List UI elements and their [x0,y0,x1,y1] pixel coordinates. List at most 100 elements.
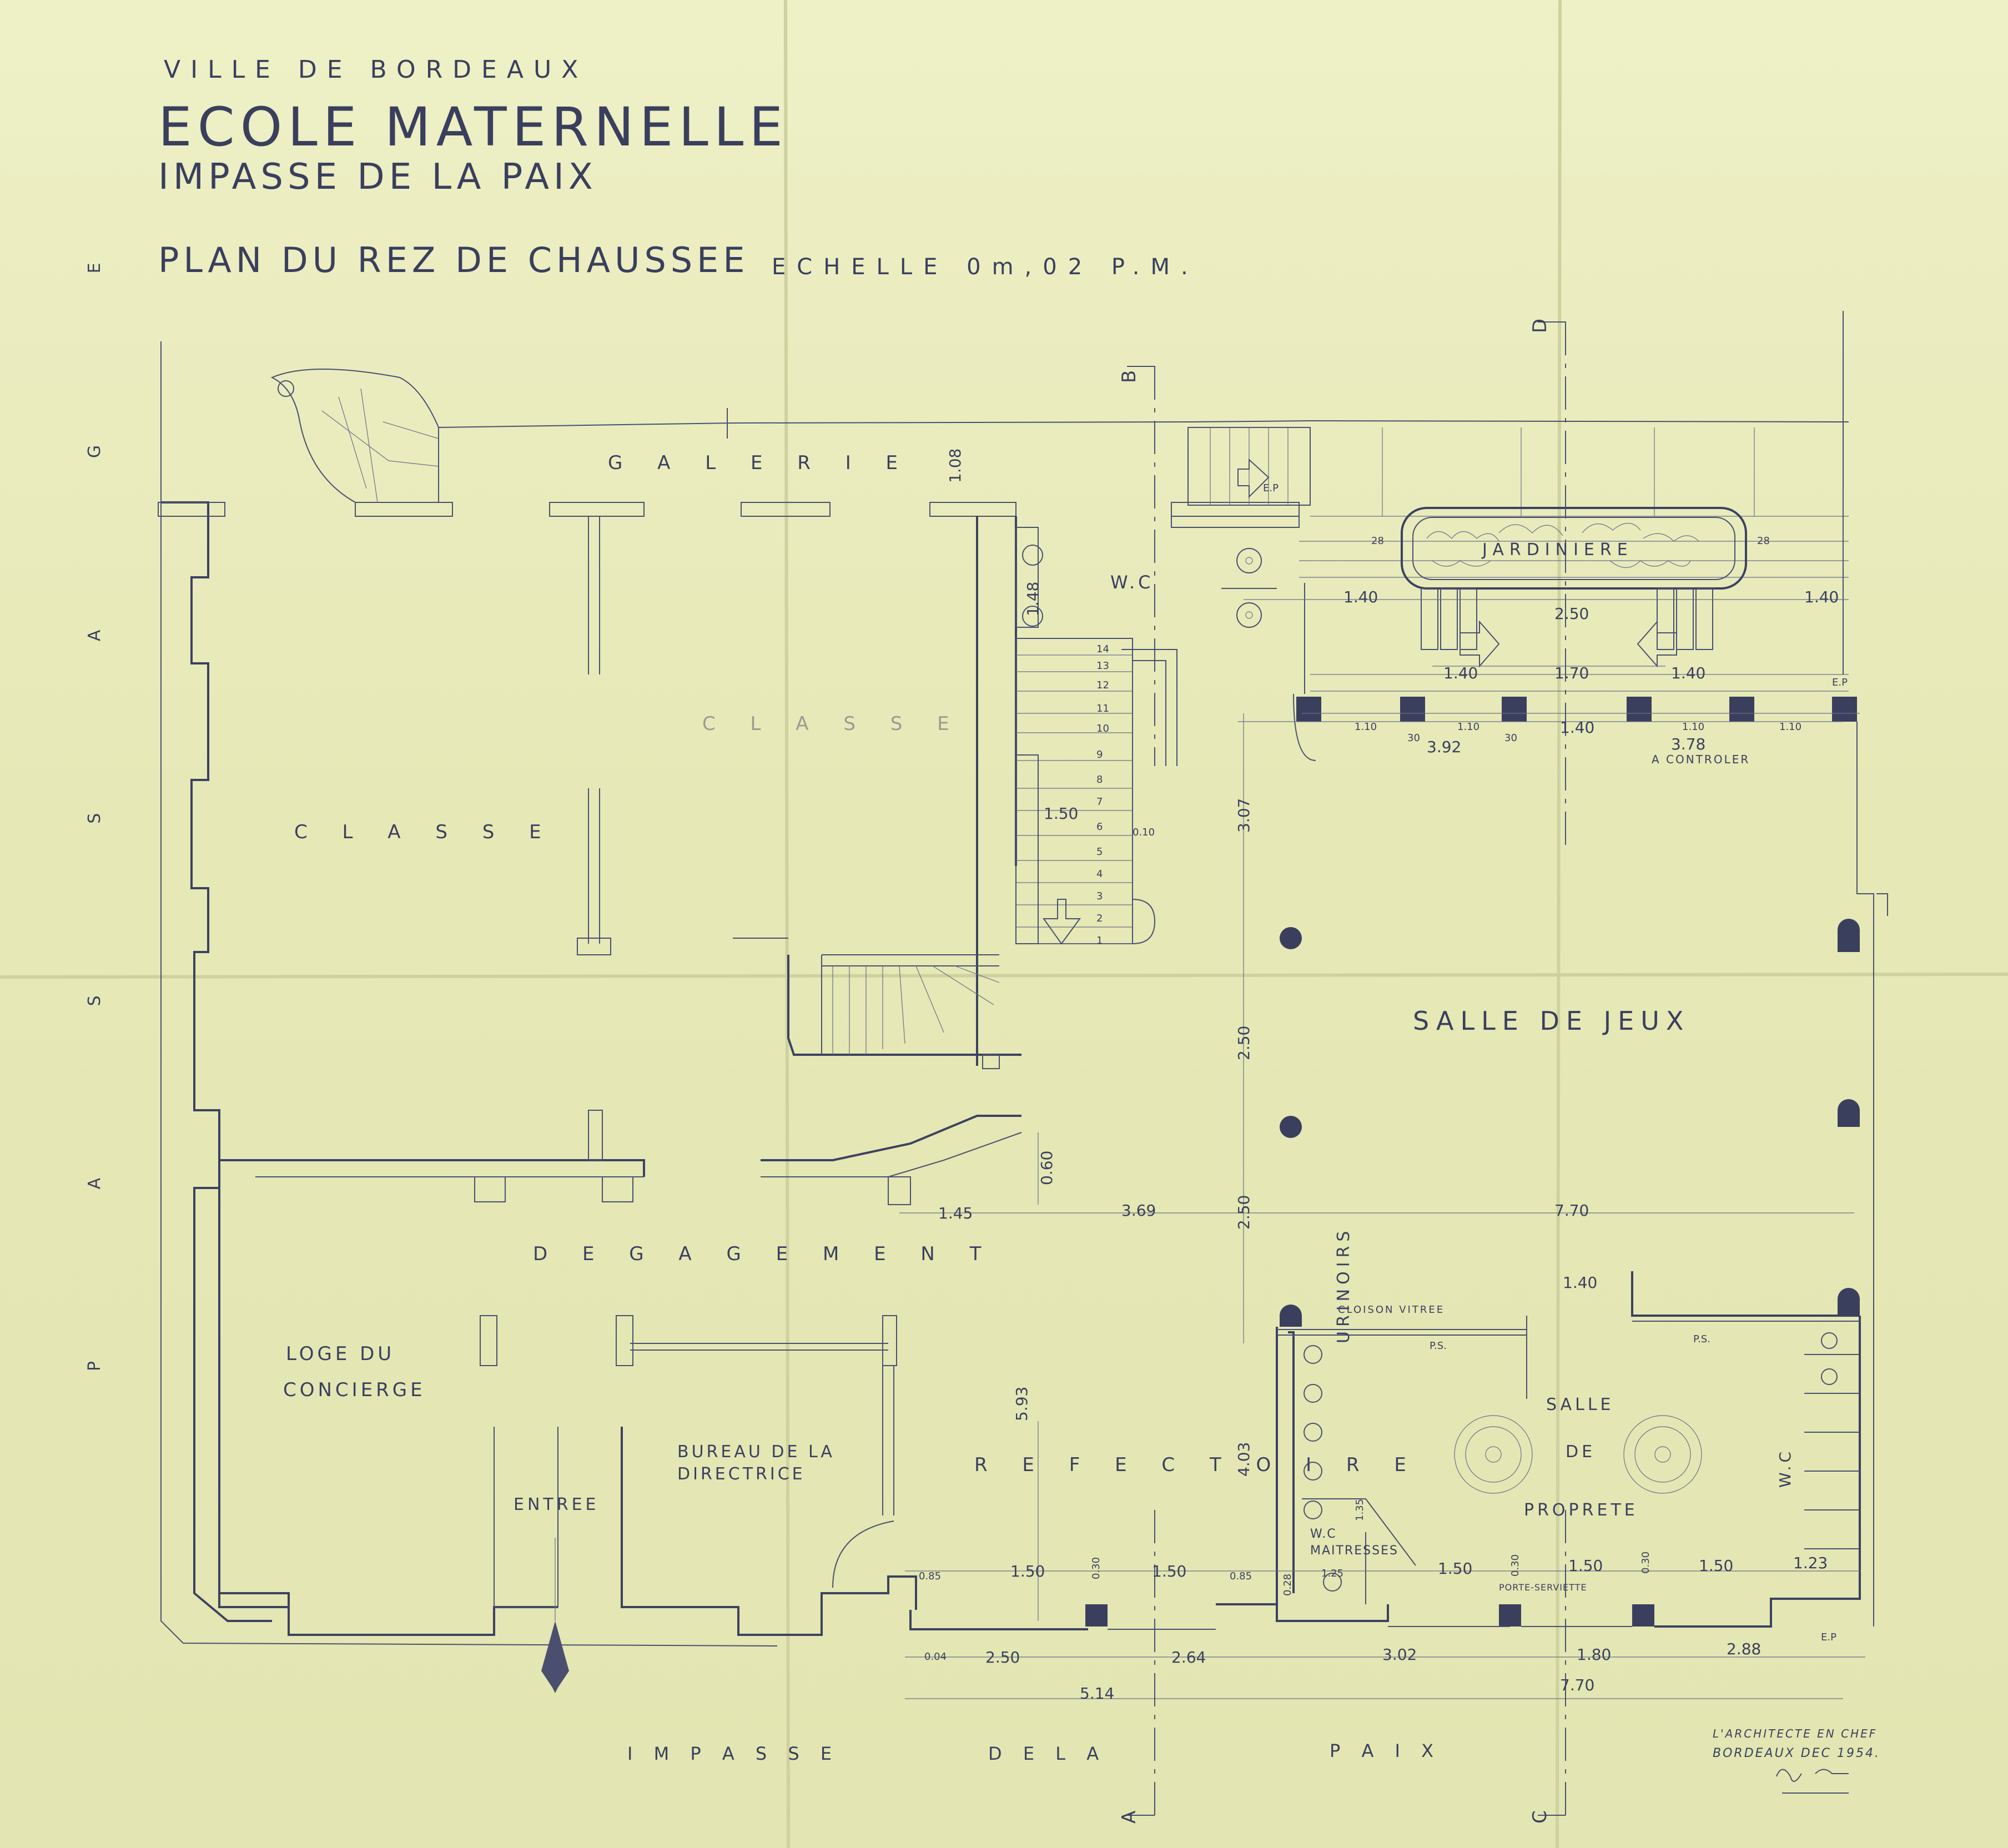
stair-step-label: 2 [1096,913,1103,924]
dim-label: 1.10 [1355,721,1377,733]
label-ps-1: P.S. [1430,1340,1447,1352]
label-wc-top: W.C [1110,572,1154,593]
signature-line-1: L'ARCHITECTE EN CHEF [1713,1727,1877,1740]
dim-label: 1.80 [1577,1645,1611,1664]
dim-label: 1.10 [1457,721,1479,733]
label-bureau-1: BUREAU DE LA [677,1442,835,1462]
section-letters: B D A C [1118,319,1551,1824]
dim-label: 28 [1757,535,1770,547]
label-bureau-2: DIRECTRICE [677,1464,806,1484]
section-c: C [1529,1810,1551,1824]
paper-fold-vertical-right [1556,0,1562,1848]
label-wc-maitresses-2: MAITRESSES [1310,1544,1398,1558]
dimension-labels: 1.08 1.48 1.50 0.10 3.07 2.50 2.50 0.60 … [919,449,1848,1703]
dim-label: 3.02 [1382,1645,1417,1664]
round-pillars [1280,919,1860,1327]
section-d: D [1529,319,1551,333]
stair-step-label: 11 [1096,703,1109,714]
signature-block: L'ARCHITECTE EN CHEF BORDEAUX DEC 1954. [1713,1727,1879,1760]
label-galerie: G A L E R I E [608,452,912,474]
dim-label: 30 [1504,732,1517,744]
dim-label: 1.10 [1682,721,1704,733]
dim-label: 4.03 [1235,1442,1253,1477]
stair-step-label: 12 [1096,679,1109,691]
stair-step-label: 6 [1096,821,1103,833]
dim-label: 0.30 [1509,1554,1521,1577]
label-classe-left: C L A S S E [294,821,556,843]
label-salle: SALLE [1546,1395,1614,1414]
dim-label: 1.50 [1699,1557,1733,1575]
label-proprete: PROPRETE [1524,1500,1638,1520]
school-name: ECOLE MATERNELLE [158,96,788,158]
dim-label: E.P [1821,1632,1836,1643]
street-name: IMPASSE DE LA PAIX [158,157,597,198]
dim-label: 1.40 [1443,664,1478,682]
dim-label: 1.40 [1343,588,1378,606]
dim-label: 3.78 [1671,735,1705,753]
label-de: DE [1566,1442,1596,1462]
dim-label: 7.70 [1554,1201,1589,1220]
dim-label: 1.50 [1152,1562,1186,1580]
dim-label: 0.60 [1038,1151,1056,1185]
dim-label: 3.92 [1427,738,1461,756]
dim-label: 30 [1407,732,1420,744]
dim-label: 1.50 [1568,1557,1603,1575]
label-cloison: CLOISON VITREE [1338,1304,1445,1316]
dim-label: 2.50 [1554,605,1589,623]
label-classe-upper: C L A S S E [702,713,964,735]
dim-label: E.P [1263,482,1279,494]
paper-fold-horizontal [0,973,2008,979]
dim-label: 2.50 [985,1648,1020,1666]
label-passage: P A S S A G E [85,179,104,1371]
central-staircase [1015,638,1177,945]
dim-label: 0.30 [1090,1557,1102,1579]
dim-label: 1.40 [1804,588,1839,606]
dim-label: 1.10 [1779,721,1801,733]
dim-label: 7.70 [1560,1676,1594,1694]
stair-numbers: 1 2 3 4 5 6 7 8 9 10 11 12 13 14 [1096,643,1109,946]
dim-label: E.P [1832,677,1848,688]
label-de-la: D E L A [988,1743,1106,1764]
dim-label: 2.64 [1171,1648,1206,1666]
label-urinoirs: URINOIRS [1334,1227,1353,1343]
signature-mark [1776,1769,1849,1794]
jardiniere-planter [1401,507,1747,590]
dim-label: 0.85 [1230,1570,1252,1582]
plan-title: PLAN DU REZ DE CHAUSSEE [158,240,749,280]
dim-label: 1.48 [1024,582,1042,616]
dim-label: 1.50 [1044,804,1078,823]
label-porte-serviette: PORTE-SERVIETTE [1499,1582,1587,1593]
dim-label: 1.23 [1793,1554,1828,1572]
label-wc-right: W.C [1776,1448,1794,1488]
section-b: B [1118,370,1140,383]
stair-step-label: 7 [1096,796,1103,808]
label-entree: ENTREE [514,1495,599,1514]
dim-label: 0.30 [1640,1552,1652,1574]
dim-label: 0.10 [1133,827,1155,838]
dim-label: 2.50 [1235,1026,1253,1060]
stair-step-label: 13 [1096,660,1109,672]
dim-label: 1.50 [1438,1559,1472,1578]
spiral-stair [270,369,439,503]
dim-label: 28 [1371,535,1384,547]
dim-label: 1.25 [1321,1568,1343,1579]
stair-step-label: 8 [1096,774,1103,785]
dim-label: 1.70 [1554,664,1589,682]
dim-label: 5.14 [1080,1684,1114,1703]
label-loge-1: LOGE DU [286,1343,395,1365]
stair-step-label: 3 [1096,890,1103,902]
label-wc-maitresses-1: W.C [1310,1527,1337,1541]
label-refectoire: R E F E C T O I R E [974,1454,1421,1476]
label-paix: P A I X [1330,1740,1441,1761]
label-salle-de-jeux: SALLE DE JEUX [1413,1006,1690,1036]
stair-step-label: 1 [1096,935,1103,946]
stair-step-label: 9 [1096,749,1103,761]
section-a: A [1118,1811,1140,1824]
dim-label: 1.40 [1560,718,1594,737]
label-a-controler: A CONTROLER [1652,753,1750,766]
dim-label: 3.69 [1121,1201,1156,1220]
dim-label: 0.85 [919,1570,941,1582]
label-degagement: D E G A G E M E N T [533,1243,995,1265]
dim-label: 0.28 [1282,1574,1294,1596]
